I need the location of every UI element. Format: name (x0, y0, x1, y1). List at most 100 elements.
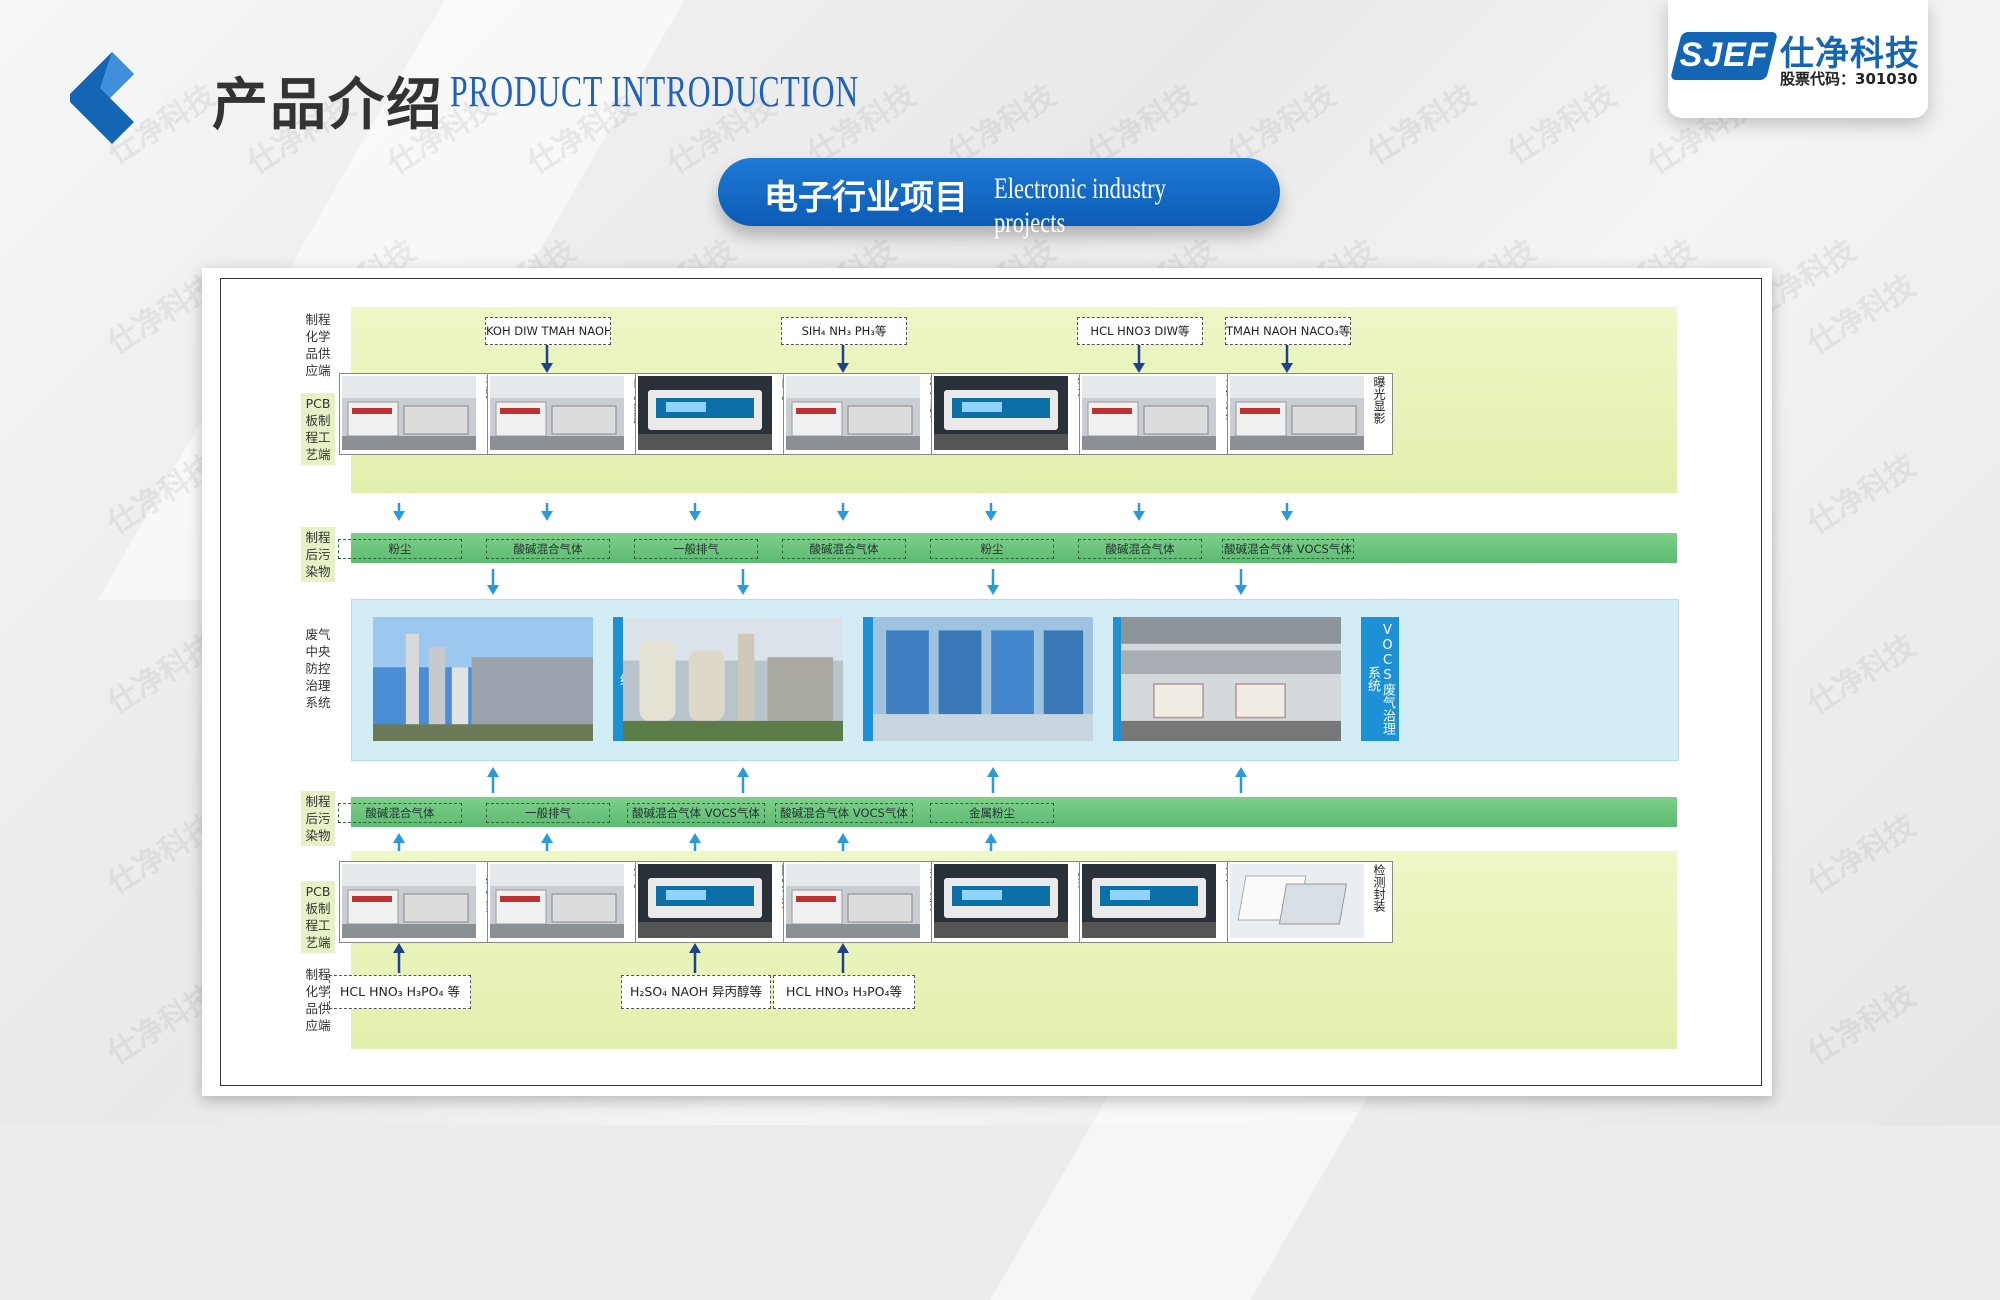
machine-photo-icon (934, 376, 1068, 450)
factory-photo-icon (342, 864, 476, 938)
process-step-card: 外层AOI (487, 861, 653, 943)
scrubber-photo-icon (623, 617, 843, 741)
pollutant-tag: 酸碱混合气体 VOCS气体 (775, 803, 913, 823)
stock-code: 股票代码：301030 (1780, 70, 1918, 88)
pollutant-to-system-arrow-icon (987, 569, 999, 595)
pollutant-to-system-arrow-icon (987, 767, 999, 793)
pollutant-arrow-icon (985, 833, 997, 851)
process-photo (342, 864, 476, 938)
process-step-label: 检测封装 (1372, 864, 1386, 912)
factory-photo-icon (786, 376, 920, 450)
pollutant-tag: 酸碱混合气体 (486, 539, 610, 559)
machine-photo-icon (638, 376, 772, 450)
process-step-card: 棕化压合 (783, 373, 949, 455)
chevron-logo-icon (70, 52, 166, 144)
pollutant-tag: 粉尘 (930, 539, 1054, 559)
supply-arrow-icon (837, 943, 849, 973)
process-photo (638, 376, 772, 450)
pollutant-tag: 一般排气 (634, 539, 758, 559)
row-label-pcb-top: PCB板制程工艺端 (301, 393, 335, 465)
plant-photo-icon (373, 617, 593, 741)
treatment-system-photo (873, 617, 1093, 741)
dust-collector-photo-icon (873, 617, 1093, 741)
brand-name: 仕净科技 (1780, 34, 1920, 74)
process-step-card: 表面处理 (783, 861, 949, 943)
chemical-supply-box: KOH DIW TMAH NAOH等 (485, 317, 611, 345)
pollutant-tag: 金属粉尘 (930, 803, 1054, 823)
pollutant-tag: 酸碱混合气体 VOCS气体 (627, 803, 765, 823)
row-label-chem-top: 制程化学品供应端 (301, 309, 335, 381)
row-label-pcb-bottom: PCB板制程工艺端 (301, 881, 335, 953)
treatment-system-label: VOCS废气治理系统 (1361, 617, 1399, 741)
pollutant-arrow-icon (541, 503, 553, 521)
section-title-english: Electronic industry projects (994, 172, 1166, 239)
pollutant-arrow-icon (541, 833, 553, 851)
machine-photo-icon (934, 864, 1068, 938)
row-label-pollutant-top: 制程后污染物 (301, 527, 335, 582)
pollutant-to-system-arrow-icon (1235, 767, 1247, 793)
process-photo (638, 864, 772, 938)
process-photo (1082, 376, 1216, 450)
supply-arrow-icon (1133, 345, 1145, 373)
process-step-card: 钻孔 (931, 373, 1097, 455)
process-photo (786, 864, 920, 938)
supply-arrow-icon (541, 345, 553, 373)
process-photo (1230, 864, 1364, 938)
chemical-supply-box: H₂SO₄ NAOH 异丙醇等 (621, 975, 771, 1009)
panel-photo-icon (1230, 864, 1364, 938)
pollutant-arrow-icon (1281, 503, 1293, 521)
process-photo (342, 376, 476, 450)
process-step-card: 成型 (931, 861, 1097, 943)
pollutant-arrow-icon (689, 503, 701, 521)
supply-arrow-icon (837, 345, 849, 373)
page-title-english: PRODUCT INTRODUCTION (450, 67, 859, 116)
process-photo (490, 864, 624, 938)
factory-photo-icon (1082, 376, 1216, 450)
row-label-central: 废气中央防控治理系统 (301, 624, 335, 713)
pollutant-arrow-icon (393, 503, 405, 521)
pollutant-to-system-arrow-icon (1235, 569, 1247, 595)
chemical-supply-box: HCL HNO3 DIW等 (1077, 317, 1203, 345)
diagram: 制程化学品供应端 PCB板制程工艺端 制程后污染物 废气中央防控治理系统 制程后… (220, 278, 1762, 1086)
pollutant-tag: 酸碱混合气体 VOCS气体 (1222, 539, 1354, 559)
page-title: 产品介绍 (212, 73, 444, 138)
section-title-pill: 电子行业项目 Electronic industry projects (718, 158, 1280, 239)
pollutant-arrow-icon (985, 503, 997, 521)
pollutant-arrow-icon (689, 833, 701, 851)
pollutant-to-system-arrow-icon (487, 569, 499, 595)
process-photo (786, 376, 920, 450)
diagram-frame: 制程化学品供应端 PCB板制程工艺端 制程后污染物 废气中央防控治理系统 制程后… (202, 268, 1772, 1096)
process-step-card: 曝光显影 (1227, 373, 1393, 455)
machine-photo-icon (638, 864, 772, 938)
pollutant-arrow-icon (1133, 503, 1145, 521)
pollutant-arrow-icon (837, 503, 849, 521)
pollutant-to-system-arrow-icon (487, 767, 499, 793)
factory-photo-icon (786, 864, 920, 938)
pollutant-to-system-arrow-icon (737, 569, 749, 595)
supply-arrow-icon (1281, 345, 1293, 373)
pollutant-tag: 酸碱混合气体 (782, 539, 906, 559)
process-photo (1230, 376, 1364, 450)
pollutant-tag: 一般排气 (486, 803, 610, 823)
treatment-system-photo (623, 617, 843, 741)
factory-photo-icon (490, 864, 624, 938)
supply-arrow-icon (689, 943, 701, 973)
chemical-supply-box: TMAH NAOH NACO₃等 (1225, 317, 1351, 345)
process-photo (934, 376, 1068, 450)
process-step-card: 开料 (339, 373, 505, 455)
factory-photo-icon (490, 376, 624, 450)
section-title: 电子行业项目 (764, 178, 968, 218)
process-photo (1082, 864, 1216, 938)
process-step-card: 测试FQC (1079, 861, 1245, 943)
treatment-system-photo (1121, 617, 1341, 741)
chemical-supply-box: SIH₄ NH₃ PH₃等 (781, 317, 907, 345)
process-photo (490, 376, 624, 450)
process-step-card: 内层AOI (635, 373, 801, 455)
process-step-card: 内层线路 (487, 373, 653, 455)
process-step-card: 防焊文字 (635, 861, 801, 943)
process-photo (934, 864, 1068, 938)
chemical-supply-box: HCL HNO₃ H₃PO₄ 等 (329, 975, 471, 1009)
brand-badge: SJEF 仕净科技 股票代码：301030 (1668, 0, 1928, 118)
pollutant-tag: 酸碱混合气体 (1078, 539, 1202, 559)
pollutant-tag: 酸碱混合气体 (338, 803, 462, 823)
